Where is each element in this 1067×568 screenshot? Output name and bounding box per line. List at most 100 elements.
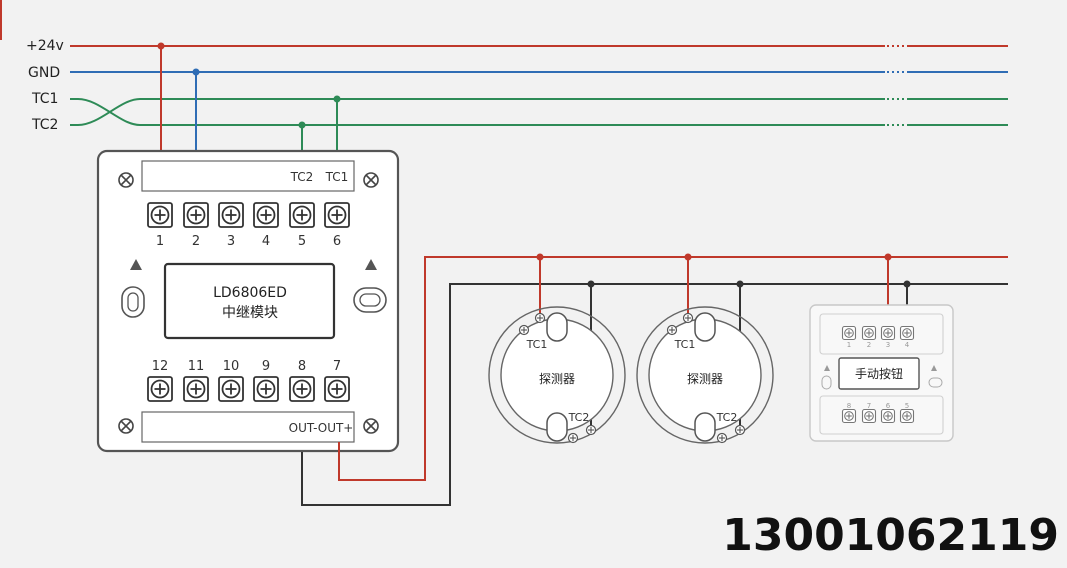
terminal-screw-icon — [253, 376, 279, 402]
junction-dot — [298, 121, 306, 129]
terminal-screw-icon — [147, 376, 173, 402]
terminal-screw-icon — [218, 202, 244, 228]
terminal-number: 4 — [262, 234, 270, 249]
terminal-number: 10 — [223, 359, 240, 374]
terminal-screw-icon — [324, 376, 350, 402]
manual-button-label-box — [838, 357, 920, 390]
bottom-terminal-block — [147, 376, 350, 402]
oval-latch-icon — [821, 375, 832, 390]
module-feed-wires — [157, 42, 341, 152]
terminal-screw-icon — [289, 202, 315, 228]
screw-icon — [363, 418, 379, 434]
detector-label: 探测器 — [539, 372, 575, 386]
module-out-label: OUT-OUT+ — [289, 421, 354, 435]
bus-label-gnd: GND — [28, 65, 60, 81]
terminal-screw-icon — [147, 202, 173, 228]
manual-button-label: 手动按钮 — [855, 366, 903, 381]
terminal-screw-icon — [682, 312, 694, 324]
detector-tc1-label: TC1 — [526, 338, 548, 351]
junction-dot — [884, 253, 892, 261]
arrow-up-icon — [824, 365, 830, 371]
arrow-up-icon — [931, 365, 937, 371]
terminal-number: 8 — [298, 359, 306, 374]
terminal-screw-icon — [183, 376, 209, 402]
manual-button-bottom-terminals — [841, 408, 915, 424]
junction-dot — [157, 42, 165, 50]
terminal-number: 7 — [867, 402, 871, 410]
terminal-screw-icon — [324, 202, 350, 228]
oval-latch-icon — [928, 377, 943, 388]
junction-dot — [684, 253, 692, 261]
arrow-up-icon — [365, 259, 377, 270]
terminal-number: 12 — [152, 359, 169, 374]
terminal-number: 3 — [227, 234, 235, 249]
terminal-screw-icon — [861, 325, 877, 341]
relay-module: TC2 TC1 1 2 3 4 5 6 — [96, 149, 400, 453]
terminal-number: 4 — [905, 341, 910, 349]
detector-1: TC1 探测器 TC2 — [488, 306, 626, 444]
terminal-screw-icon — [289, 376, 315, 402]
junction-dot — [333, 95, 341, 103]
module-label-tc2: TC2 — [290, 170, 314, 184]
detector-slot — [546, 412, 568, 442]
module-label-box — [163, 262, 336, 340]
terminal-number: 1 — [156, 234, 164, 249]
detector-tc1-label: TC1 — [674, 338, 696, 351]
terminal-screw-icon — [218, 376, 244, 402]
junction-dot — [192, 68, 200, 76]
terminal-screw-icon — [585, 424, 597, 436]
terminal-screw-icon — [880, 408, 896, 424]
terminal-screw-icon — [899, 325, 915, 341]
terminal-screw-icon — [880, 325, 896, 341]
manual-button-top-terminals — [841, 325, 915, 341]
terminal-number: 2 — [192, 234, 200, 249]
junction-dot — [587, 280, 595, 288]
module-label-tc1: TC1 — [325, 170, 349, 184]
terminal-screw-icon — [666, 324, 678, 336]
oval-latch-icon — [353, 287, 387, 313]
detector-2: TC1 探测器 TC2 — [636, 306, 774, 444]
terminal-screw-icon — [861, 408, 877, 424]
screw-icon — [363, 172, 379, 188]
terminal-screw-icon — [567, 432, 579, 444]
terminal-number: 9 — [262, 359, 270, 374]
terminal-screw-icon — [841, 325, 857, 341]
junction-dot — [736, 280, 744, 288]
detector-slot — [546, 312, 568, 342]
terminal-number: 5 — [905, 402, 909, 410]
module-name: 中继模块 — [222, 305, 278, 321]
terminal-number: 6 — [333, 234, 341, 249]
tc1-twist — [70, 98, 160, 126]
junction-dot — [903, 280, 911, 288]
tc2-twist — [70, 98, 160, 126]
terminal-screw-icon — [534, 312, 546, 324]
terminal-number: 1 — [847, 341, 851, 349]
phone-number: 13001062119 — [722, 510, 1059, 561]
terminal-number: 6 — [886, 402, 891, 410]
arrow-up-icon — [130, 259, 142, 270]
top-terminal-block — [147, 202, 350, 228]
detector-tc2-label: TC2 — [716, 411, 738, 424]
detector-slot — [694, 412, 716, 442]
detector-slot — [694, 312, 716, 342]
terminal-screw-icon — [253, 202, 279, 228]
terminal-number: 8 — [847, 402, 851, 410]
screw-icon — [118, 172, 134, 188]
terminal-number: 5 — [298, 234, 306, 249]
terminal-number: 2 — [867, 341, 871, 349]
terminal-screw-icon — [518, 324, 530, 336]
terminal-screw-icon — [183, 202, 209, 228]
bus-label-tc1: TC1 — [31, 91, 58, 107]
bus-label-24v: +24v — [26, 38, 64, 54]
terminal-screw-icon — [716, 432, 728, 444]
screw-icon — [118, 418, 134, 434]
terminal-screw-icon — [734, 424, 746, 436]
terminal-number: 3 — [886, 341, 890, 349]
bus-label-tc2: TC2 — [31, 117, 58, 133]
terminal-screw-icon — [841, 408, 857, 424]
bus-lines: +24v GND TC1 TC2 — [26, 38, 1008, 133]
module-model: LD6806ED — [213, 285, 287, 301]
junction-dot — [536, 253, 544, 261]
manual-call-button: 1 2 3 4 手动按钮 8 7 6 5 — [809, 304, 954, 442]
